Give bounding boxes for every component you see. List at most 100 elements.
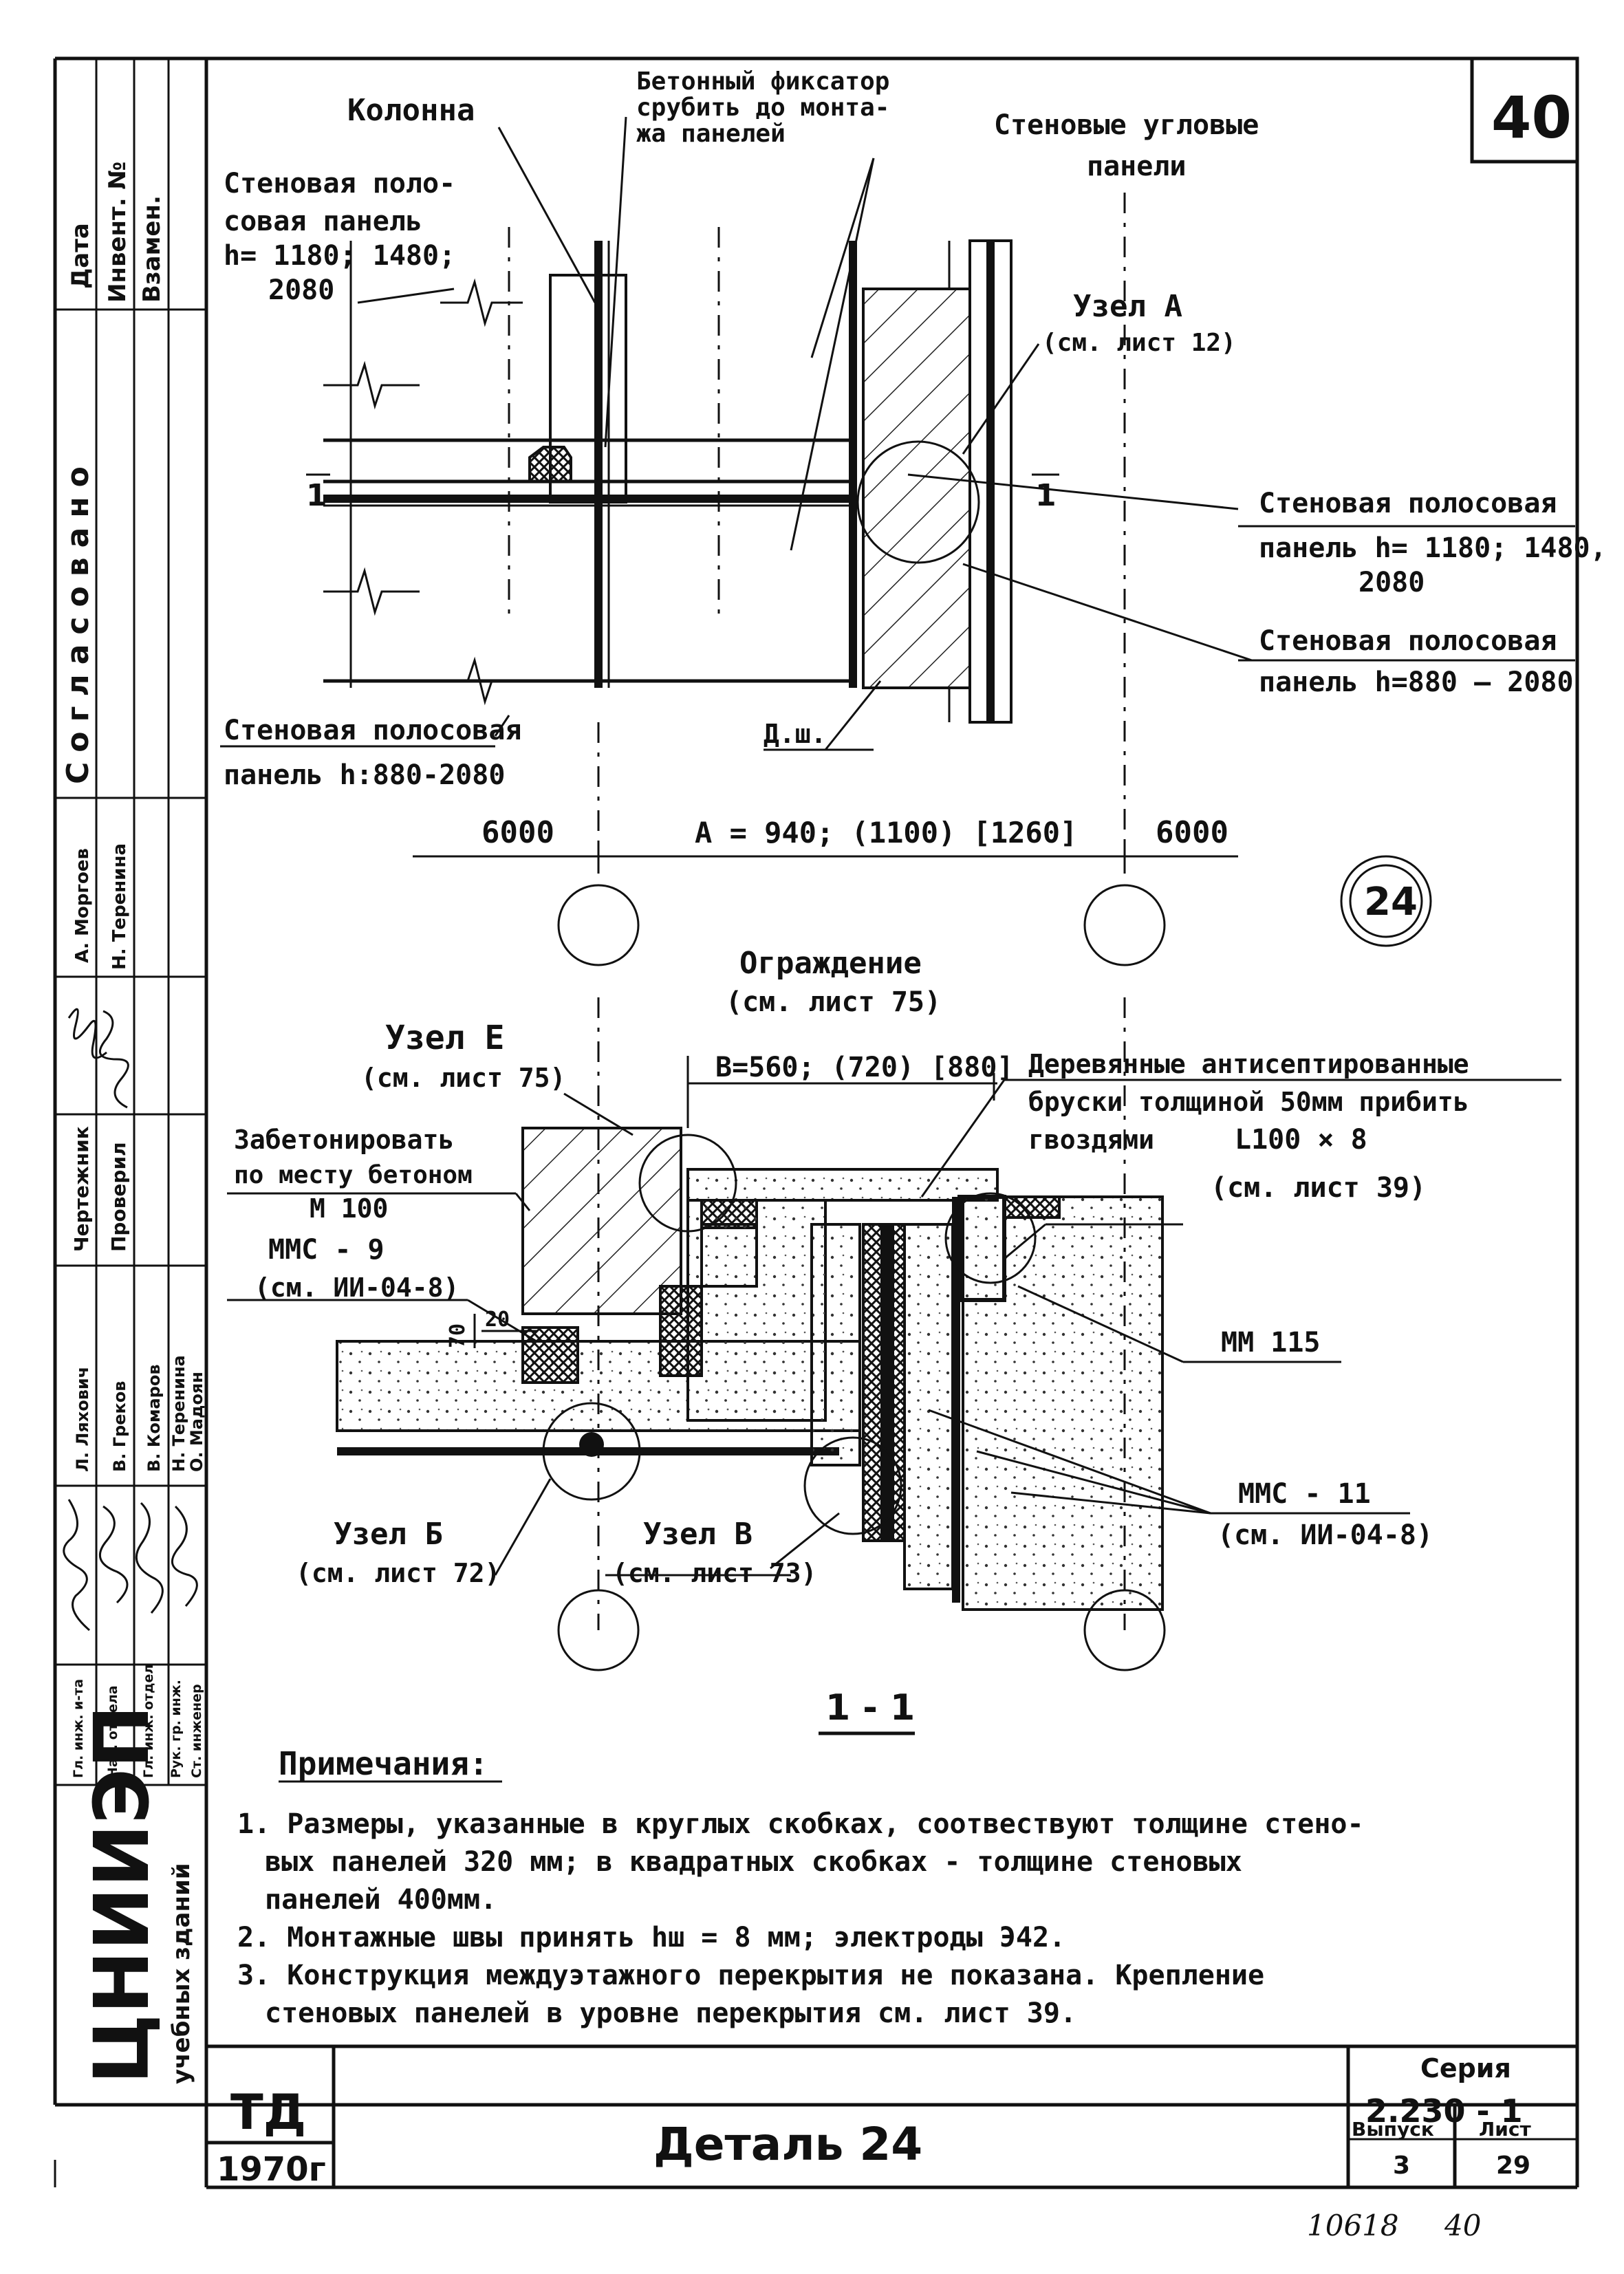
axis-circle-2 [1083, 884, 1166, 966]
axis-circle-1 [557, 884, 640, 966]
stamp-name-terenina-2: Н. Теренина [169, 1355, 188, 1472]
sheet-label: Лист [1479, 2118, 1531, 2141]
detail-number: 24 [1364, 880, 1418, 924]
label-fixator-2: срубить до монта- [636, 94, 889, 122]
label-node-v-2: (см. лист 73) [612, 1558, 816, 1588]
label-dim-20: 20 [485, 1308, 510, 1332]
issue-value: 3 [1393, 2152, 1410, 2180]
signature-5 [135, 1502, 164, 1614]
label-angle-2: (см. лист 39) [1211, 1172, 1426, 1204]
label-strip-tl-4: 2080 [268, 274, 334, 306]
title-year: 1970г [217, 2150, 326, 2189]
label-corner-panels-2: панели [1087, 151, 1187, 182]
label-strip-r2-1: Стеновая полосовая [1259, 625, 1557, 657]
label-wood-2: бруски толщиной 50мм прибить [1028, 1087, 1469, 1117]
cut-mark-left: 1 [306, 478, 327, 513]
note-line-3: панелей 400мм. [265, 1884, 497, 1916]
embedded-part-mms9 [521, 1326, 579, 1384]
sheet-frame [53, 56, 1579, 2187]
series-label: Серия [1420, 2053, 1511, 2083]
label-seam: Д.ш. [764, 719, 827, 749]
stamp-date: Дата [67, 223, 94, 289]
signature-2 [98, 1010, 129, 1109]
label-fence-1: Ограждение [739, 946, 922, 981]
stamp-role-group-head: Рук. гр. инж. [169, 1680, 184, 1778]
label-node-e-1: Узел Е [385, 1019, 504, 1057]
label-concrete-1: Забетонировать [234, 1125, 454, 1155]
signature-1 [67, 1008, 107, 1059]
label-wood-1: Деревянные антисептированные [1028, 1049, 1469, 1079]
top-view-labels: Колонна Бетонный фиксатор срубить до мон… [224, 67, 1607, 924]
stamp-role-checked: Проверил [107, 1142, 130, 1252]
label-mms9-1: ММС - 9 [268, 1234, 385, 1266]
stamp-name-grekov: В. Греков [110, 1381, 129, 1472]
label-strip-r2-2: панель h=880 — 2080 [1259, 667, 1574, 698]
concrete-fixator [528, 446, 572, 481]
label-mms9-2: (см. ИИ-04-8) [255, 1273, 459, 1303]
signature-3 [63, 1499, 90, 1632]
note-line-1: 1. Размеры, указанные в круглых скобках,… [237, 1808, 1364, 1840]
handwritten-number: 10618 [1307, 2209, 1399, 2242]
left-strip-texts: Дата Инвент. № Взамен. Согласовано А. Мо… [61, 162, 206, 2084]
label-dim-70: 70 [446, 1323, 470, 1348]
node-e-circle [638, 1134, 737, 1233]
label-strip-r1-3: 2080 [1358, 567, 1425, 598]
left-stamp-strip [55, 58, 206, 1786]
stamp-role-draftsman: Чертежник [70, 1126, 93, 1252]
title-block: ТД 1970г Деталь 24 Серия 2.230 - 1 Выпус… [204, 2044, 1579, 2189]
label-angle-1: L100 × 8 [1235, 1124, 1367, 1156]
label-node-v-1: Узел В [643, 1517, 753, 1552]
axis-circle-4 [1083, 1589, 1166, 1671]
label-strip-bl-1: Стеновая полосовая [224, 715, 521, 746]
section-view [227, 997, 1561, 1735]
label-mms11-1: ММС - 11 [1238, 1478, 1371, 1510]
dim-left: 6000 [481, 815, 554, 850]
title-main: Деталь 24 [653, 2118, 922, 2171]
detail-circle-inner [1349, 864, 1423, 938]
wall-panel-hatched [862, 288, 971, 689]
node-v-circle [803, 1436, 902, 1535]
stamp-name-morgoev: А. Моргоев [72, 848, 93, 963]
stamp-role-chief-dept: Гл. инж. отдел [141, 1665, 156, 1778]
axis-circle-3 [557, 1589, 640, 1671]
label-strip-r1-1: Стеновая полосовая [1259, 488, 1557, 519]
label-strip-r1-2: панель h= 1180; 1480, [1259, 532, 1607, 564]
handwritten-page: 40 [1444, 2209, 1481, 2242]
note-line-2: вых панелей 320 мм; в квадратных скобках… [265, 1846, 1242, 1878]
signature-6 [171, 1505, 198, 1607]
label-mm115: ММ 115 [1221, 1327, 1321, 1358]
label-node-e-2: (см. лист 75) [361, 1063, 565, 1093]
cut-mark-right: 1 [1035, 478, 1057, 513]
label-node-b-1: Узел Б [334, 1517, 443, 1552]
note-line-5: 3. Конструкция междуэтажного перекрытия … [237, 1960, 1264, 1991]
label-concrete-3: М 100 [310, 1193, 388, 1224]
column-section [521, 1127, 682, 1315]
stamp-name-komarov: В. Комаров [144, 1364, 164, 1472]
label-b-dim: B=560; (720) [880] [715, 1052, 1013, 1083]
label-fence-2: (см. лист 75) [726, 986, 941, 1018]
label-fixator-3: жа панелей [636, 120, 786, 148]
stamp-agreed: Согласовано [61, 457, 96, 784]
angle-steel [957, 1195, 1006, 1302]
label-strip-tl-2: совая панель [224, 206, 422, 237]
stamp-name-terenina-1: Н. Теренина [109, 843, 130, 970]
org-subtitle: учебных зданий [168, 1863, 195, 2084]
label-column: Колонна [347, 93, 475, 128]
issue-label: Выпуск [1352, 2118, 1434, 2141]
detail-circle-outer [1340, 855, 1432, 947]
stamp-inv-no: Инвент. № [104, 162, 131, 303]
org-name: ЦНИИЭП [78, 1705, 166, 2084]
section-label: 1 - 1 [825, 1687, 915, 1729]
label-wood-3: гвоздями [1028, 1125, 1154, 1155]
stamp-role-senior-eng: Ст. инженер [189, 1684, 204, 1778]
label-strip-tl-1: Стеновая поло- [224, 168, 455, 199]
stamp-name-lyakhovich: Л. Ляхович [73, 1367, 92, 1472]
label-strip-bl-2: панель h:880-2080 [224, 759, 505, 791]
signature-4 [99, 1505, 129, 1604]
note-line-4: 2. Монтажные швы принять hш = 8 мм; элек… [237, 1922, 1065, 1953]
stamp-replace: Взамен. [138, 195, 166, 303]
label-mms11-2: (см. ИИ-04-8) [1217, 1519, 1433, 1551]
node-b-circle [542, 1402, 641, 1501]
weld-seam [579, 1432, 604, 1457]
label-node-a-1: Узел А [1073, 289, 1182, 324]
